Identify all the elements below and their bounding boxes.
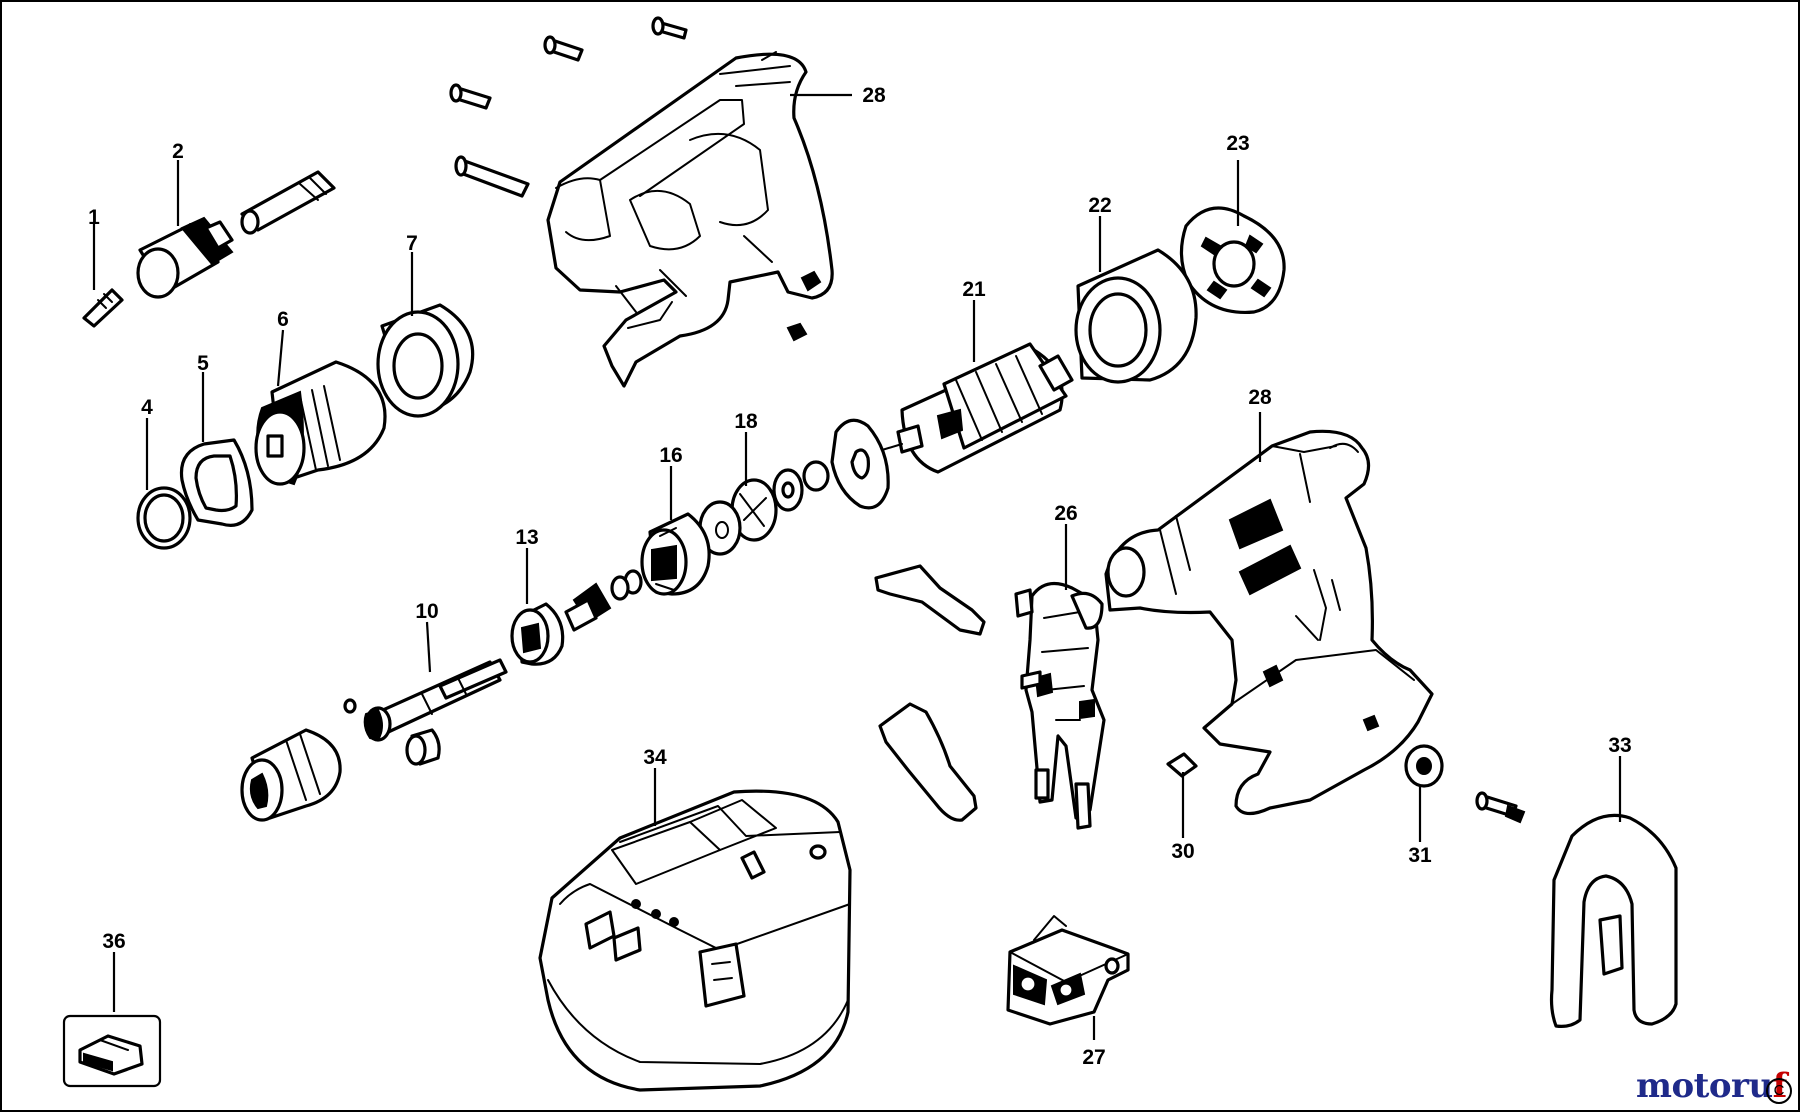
part-trigger [878, 702, 978, 822]
callout-18: 18 [734, 410, 758, 433]
callout-16: 16 [659, 444, 682, 467]
part-21-armature [881, 342, 1074, 474]
part-5-ring [179, 438, 254, 527]
leader-6 [276, 329, 285, 387]
callout-36: 36 [102, 930, 125, 953]
part-33-belt-hook [1549, 813, 1678, 1028]
part-36-charger [62, 1014, 162, 1088]
part-10-spindle [363, 658, 508, 742]
part-7-sleeve [376, 303, 475, 418]
callout-30: 30 [1171, 840, 1194, 863]
callout-22: 22 [1088, 194, 1111, 217]
part-30-pad [1166, 752, 1198, 778]
part-screwdriver-bit [240, 170, 336, 235]
callout-23: 23 [1226, 132, 1249, 155]
callout-1: 1 [88, 206, 100, 229]
part-spindle-spring [564, 582, 612, 632]
callout-26: 26 [1054, 502, 1077, 525]
part-baffle-plate [830, 418, 890, 510]
part-28-housing-half [546, 51, 834, 388]
part-1-bit [82, 288, 124, 328]
callout-5: 5 [197, 352, 209, 375]
callout-21: 21 [962, 278, 986, 301]
callout-27: 27 [1082, 1046, 1105, 1069]
callout-4: 4 [141, 396, 153, 419]
callout-6: 6 [277, 308, 289, 331]
part-26-switch [1014, 581, 1106, 830]
callout-31: 31 [1408, 844, 1432, 867]
callout-10: 10 [415, 600, 438, 623]
part-fr-button [874, 564, 986, 636]
part-ball [343, 698, 357, 714]
part-2-depth-nose [136, 216, 234, 299]
copyright-mark: C [1766, 1078, 1792, 1104]
part-4-ring [136, 486, 192, 550]
part-6-collar [254, 360, 387, 486]
part-bearing-washers [772, 460, 830, 512]
callout-28b: 28 [1248, 386, 1272, 409]
part-23-brush-plate [1179, 206, 1286, 315]
part-16-gear-housing [640, 512, 711, 596]
part-27-terminal-block [1006, 915, 1130, 1026]
part-o-rings [610, 569, 643, 601]
screws-upper [449, 16, 808, 342]
part-28-housing-half-2 [1104, 429, 1434, 816]
callout-2: 2 [172, 140, 184, 163]
callout-13: 13 [515, 526, 538, 549]
callout-28a: 28 [862, 84, 886, 107]
part-34-battery [538, 789, 852, 1092]
callout-33: 33 [1608, 734, 1631, 757]
part-13-clutch [510, 602, 565, 666]
part-22-motor-can [1074, 248, 1198, 384]
leader-10 [425, 621, 432, 673]
part-nose-assembly [240, 728, 342, 822]
callout-34: 34 [643, 746, 667, 769]
part-31-bushing [1404, 744, 1444, 788]
callout-7: 7 [406, 232, 418, 255]
watermark-logo: motoruf [1636, 1066, 1787, 1106]
part-screw-belt-hook [1475, 791, 1526, 824]
